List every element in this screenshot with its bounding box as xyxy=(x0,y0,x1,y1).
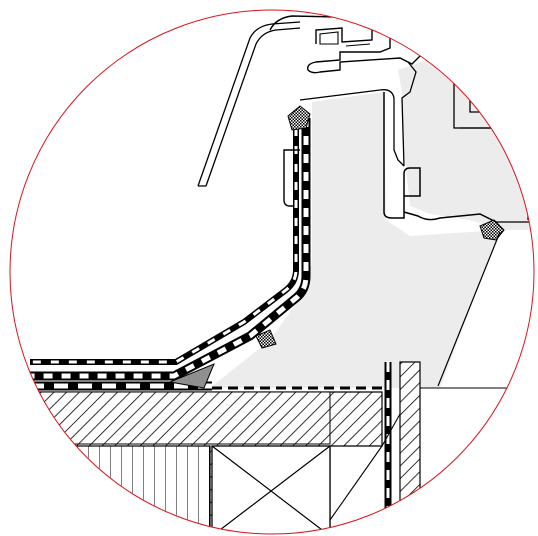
detail-boundary-circle xyxy=(9,9,535,535)
grey-infill xyxy=(210,92,500,388)
grey-infill-top xyxy=(398,52,534,230)
membrane-second-layer-dashes xyxy=(30,128,298,364)
window-frame-profile xyxy=(383,92,499,231)
wall-diagonal xyxy=(329,413,401,521)
membrane-upstand-dashes xyxy=(30,118,309,379)
vertical-lined-zone xyxy=(29,445,211,534)
sealant-frame xyxy=(479,219,505,241)
angled-support-line xyxy=(437,231,501,387)
sealant-corner xyxy=(255,329,277,349)
sealant-top xyxy=(287,105,311,131)
fillet-wedge xyxy=(168,363,215,389)
top-extrusion-inner xyxy=(319,31,371,47)
top-extrusion-profile xyxy=(269,15,431,74)
drip-flashing xyxy=(197,21,301,187)
frame-outline-upper xyxy=(299,61,417,167)
cross-brace xyxy=(211,445,331,534)
slab-inner-band xyxy=(29,391,331,445)
fixing-clip xyxy=(283,149,300,207)
right-hatched-wall xyxy=(399,361,421,534)
